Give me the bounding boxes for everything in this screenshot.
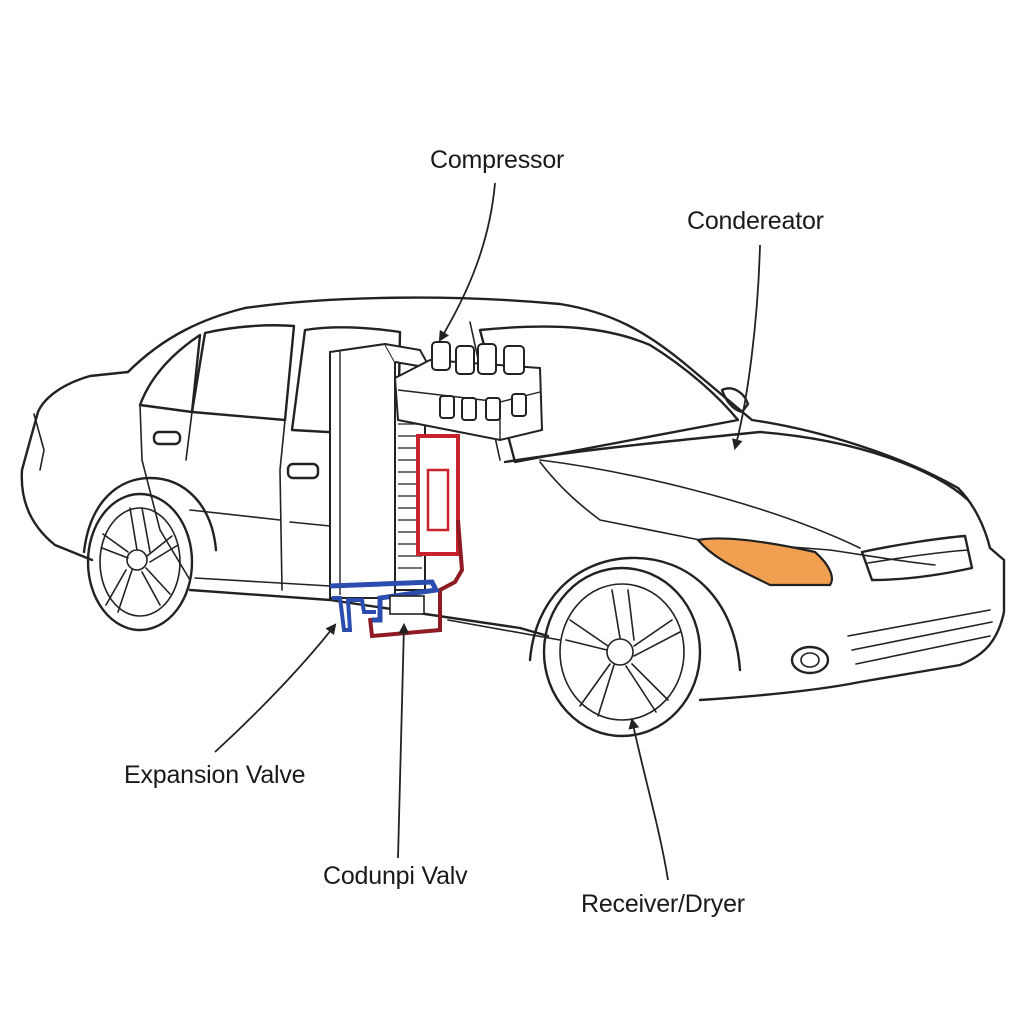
car-roof-line (126, 296, 960, 490)
receiver-dryer-label: Receiver/Dryer (581, 890, 745, 918)
car-hood (503, 430, 970, 502)
front-wheel-arch (528, 556, 742, 672)
compressor-leader (438, 182, 496, 342)
car-front (698, 486, 1006, 702)
headlight (695, 537, 833, 587)
windshield (478, 325, 740, 464)
expansion-valve-label: Expansion Valve (124, 761, 306, 789)
fog-light (790, 645, 830, 675)
condenser-leader (732, 244, 761, 451)
compressor-unit (393, 341, 544, 442)
receiver-dryer-unit (416, 434, 460, 556)
rear-window (138, 333, 202, 414)
side-mirror (720, 387, 750, 414)
receiver-dryer-leader (628, 717, 669, 881)
expansion-valve-body (332, 596, 376, 632)
valve-block (389, 595, 425, 615)
car-trunk (20, 370, 130, 472)
front-door-window (290, 326, 402, 438)
expansion-valve-leader (214, 623, 337, 753)
high-pressure-line (368, 519, 465, 639)
condenser-label: Condereator (687, 207, 824, 235)
low-pressure-line (329, 579, 440, 623)
rear-door-window (190, 324, 296, 422)
front-door-handle (286, 462, 320, 480)
rear-door-handle (152, 430, 182, 446)
front-wheel (542, 566, 702, 738)
codunpi-valve-label: Codunpi Valv (323, 862, 468, 890)
car-outline (20, 296, 1006, 738)
car-grille (860, 534, 974, 582)
car-rear-bumper (20, 468, 94, 562)
rear-wheel-arch (82, 476, 218, 554)
rear-wheel (86, 492, 194, 632)
codunpi-valve-leader (397, 622, 410, 859)
compressor-label: Compressor (430, 146, 565, 174)
